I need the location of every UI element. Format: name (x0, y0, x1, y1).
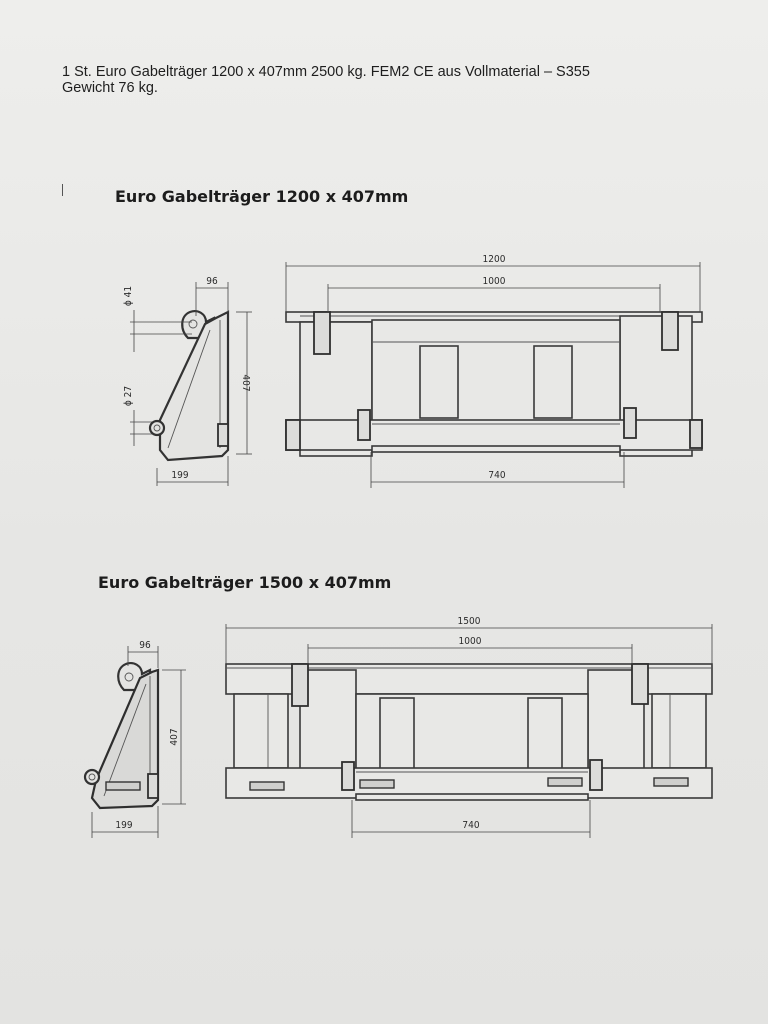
d1-side-top-dim: 96 (206, 276, 218, 287)
d2-side-height-dim: 407 (169, 728, 180, 745)
d1-front-inner-dim: 1000 (483, 276, 506, 287)
drawing-1-front-view: 1200 1000 740 (285, 254, 703, 488)
margin-mark (62, 184, 63, 196)
d1-side-dia-top: ϕ 41 (123, 286, 134, 306)
d1-front-total-dim: 1200 (483, 254, 506, 265)
drawing-2-side-view: 96 407 199 (83, 640, 186, 838)
d2-side-top-dim: 96 (139, 640, 151, 651)
drawing-1-title: Euro Gabelträger 1200 x 407mm (115, 187, 409, 206)
intro-line-2: Gewicht 76 kg. (62, 80, 158, 96)
d2-front-bottom-dim: 740 (462, 820, 479, 831)
drawing-1-side-view: 96 407 199 ϕ 41 ϕ 27 (123, 276, 252, 486)
intro-line-1: 1 St. Euro Gabelträger 1200 x 407mm 2500… (62, 64, 590, 80)
d2-side-bottom-dim: 199 (115, 820, 132, 831)
drawing-2-front-view: 1500 1000 740 (225, 616, 713, 838)
drawing-2-title: Euro Gabelträger 1500 x 407mm (98, 573, 392, 592)
d2-front-inner-dim: 1000 (459, 636, 482, 647)
intro-text: 1 St. Euro Gabelträger 1200 x 407mm 2500… (62, 64, 702, 96)
d1-side-bottom-dim: 199 (171, 470, 188, 481)
d1-front-bottom-dim: 740 (488, 470, 505, 481)
d1-side-dia-bottom: ϕ 27 (123, 386, 134, 406)
d1-side-height-dim: 407 (240, 374, 251, 391)
d2-front-total-dim: 1500 (458, 616, 481, 627)
